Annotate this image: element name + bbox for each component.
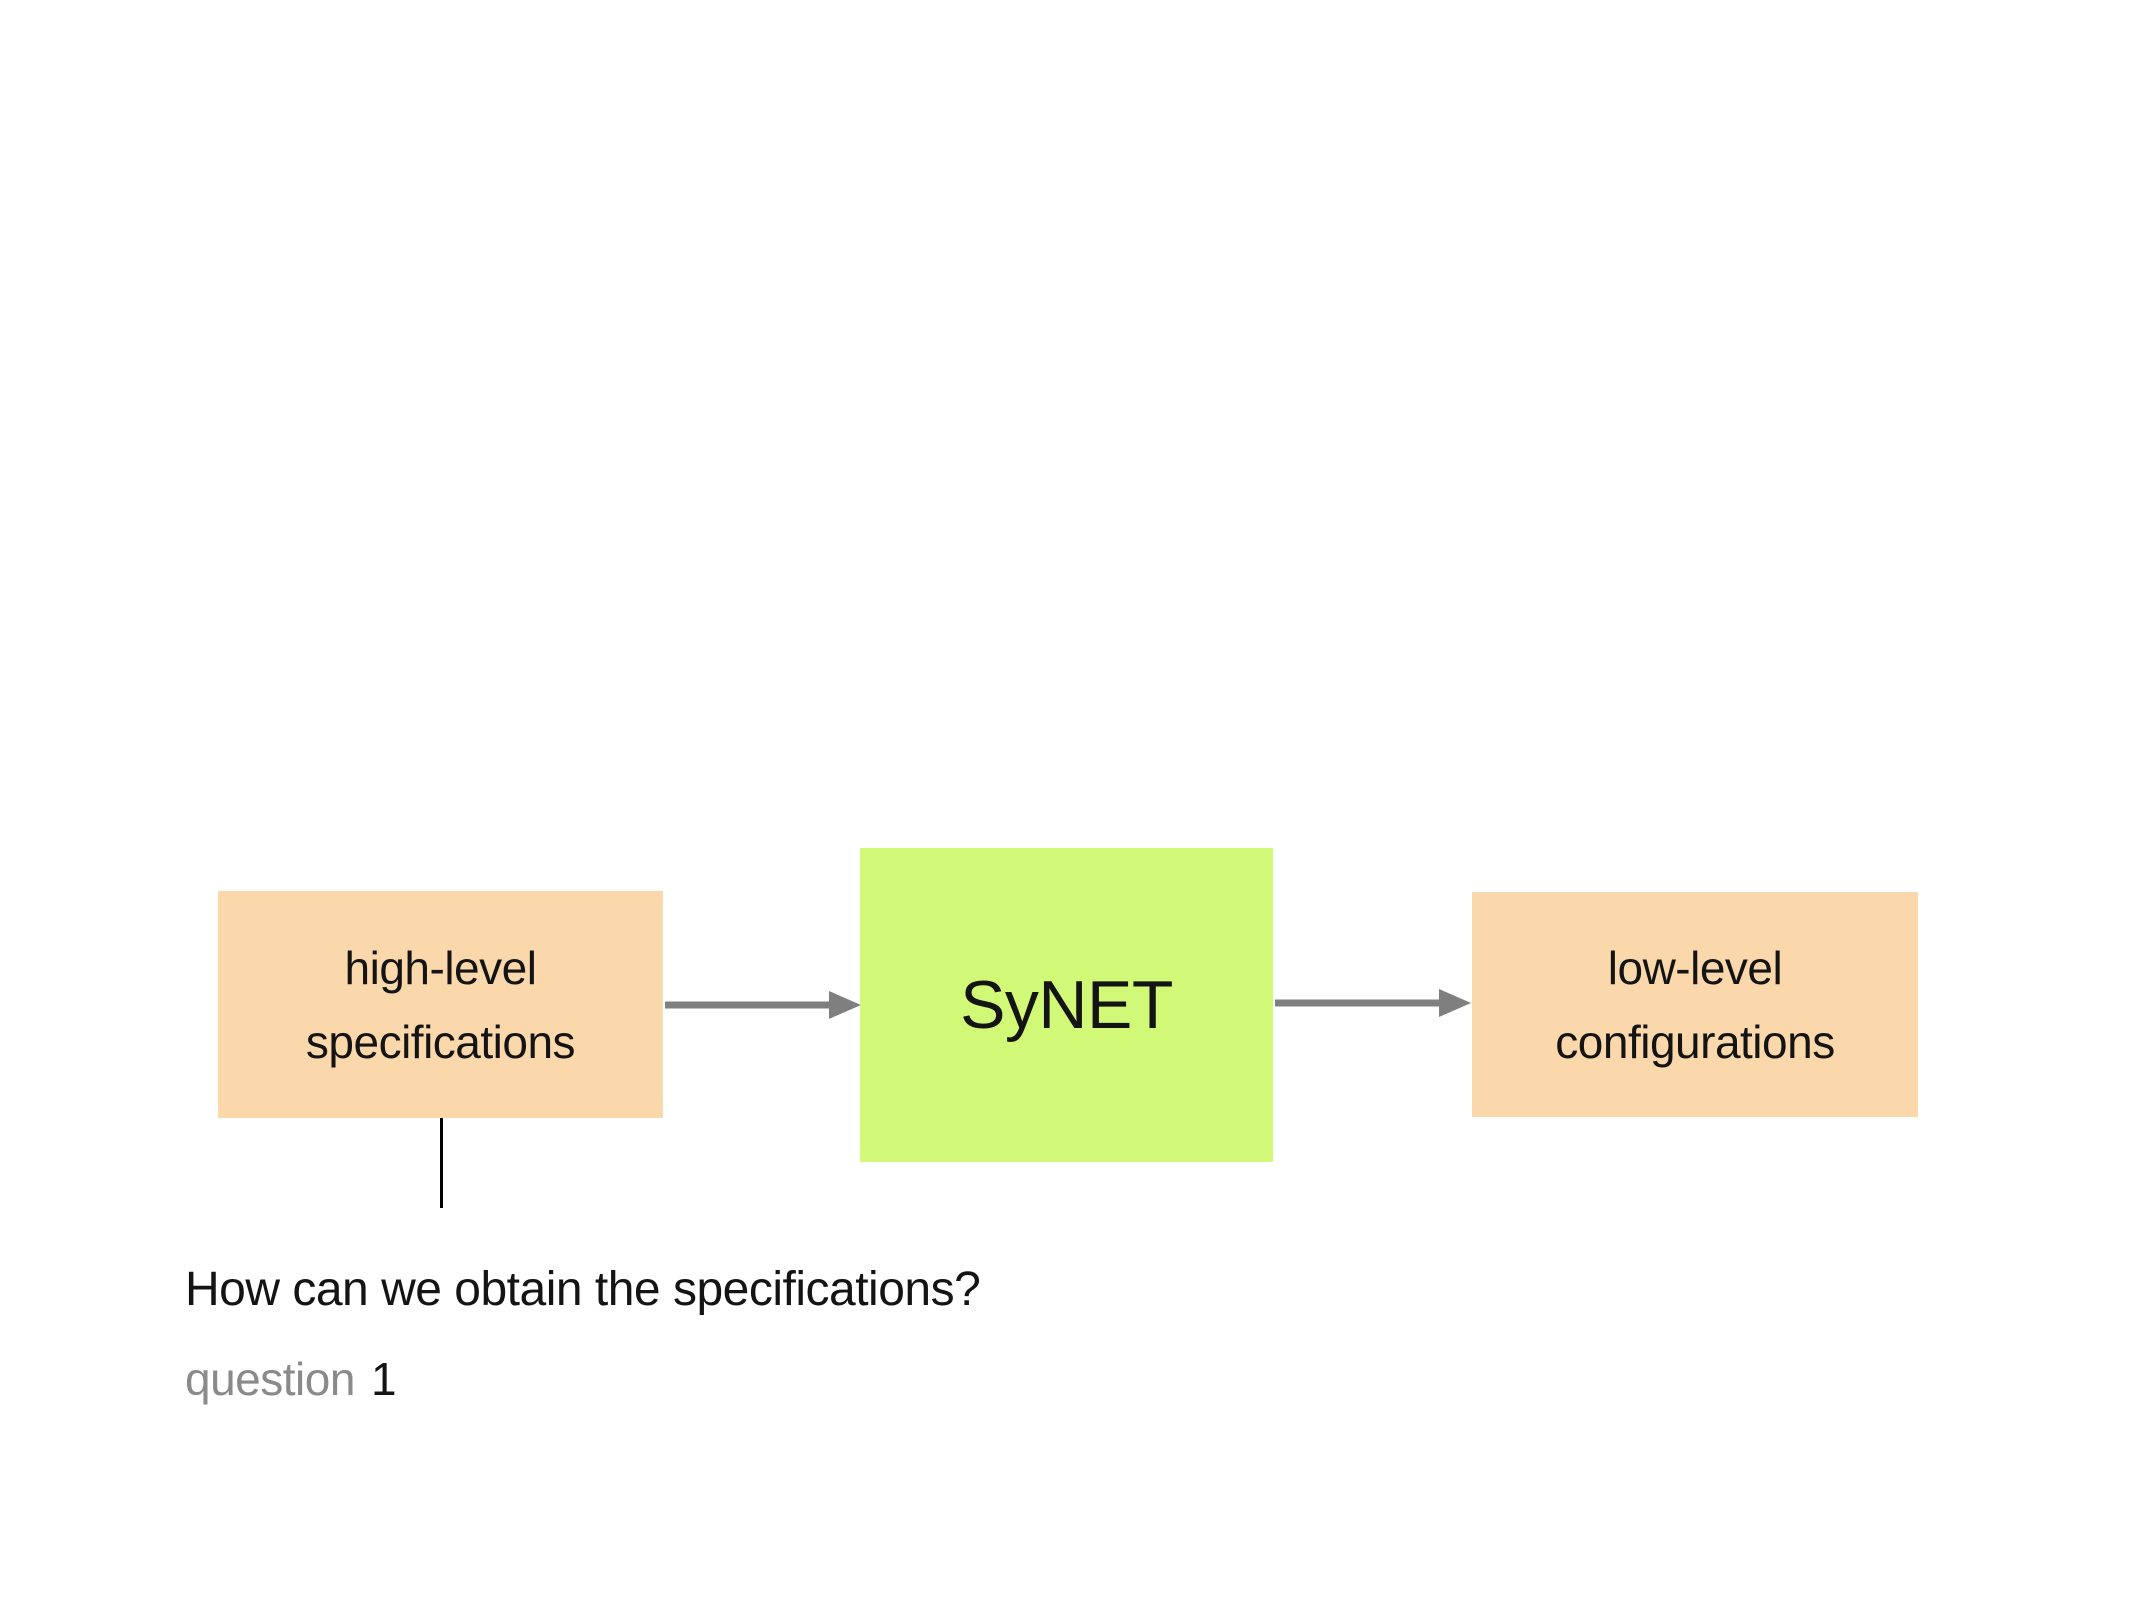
high-level-specifications-node: high-level specifications xyxy=(218,891,663,1118)
question-label: question 1 xyxy=(185,1352,397,1406)
arrow-specs-to-synet xyxy=(665,991,861,1019)
arrow-synet-to-configs xyxy=(1275,989,1471,1017)
node-label-line: configurations xyxy=(1555,1015,1835,1068)
synet-node-label: SyNET xyxy=(960,967,1173,1043)
node-label-line: low-level xyxy=(1607,941,1783,994)
question-callout-line xyxy=(440,1118,443,1208)
node-label-line: specifications xyxy=(305,1015,576,1068)
low-level-configurations-node: low-level configurations xyxy=(1472,892,1918,1117)
node-label-line: high-level xyxy=(344,941,537,994)
arrow-head xyxy=(829,991,861,1019)
question-label-number: 1 xyxy=(371,1353,397,1405)
synet-node: SyNET xyxy=(860,848,1273,1162)
question-text: How can we obtain the specifications? xyxy=(185,1263,981,1316)
arrow-head xyxy=(1439,989,1471,1017)
question-label-word: question xyxy=(185,1353,355,1405)
